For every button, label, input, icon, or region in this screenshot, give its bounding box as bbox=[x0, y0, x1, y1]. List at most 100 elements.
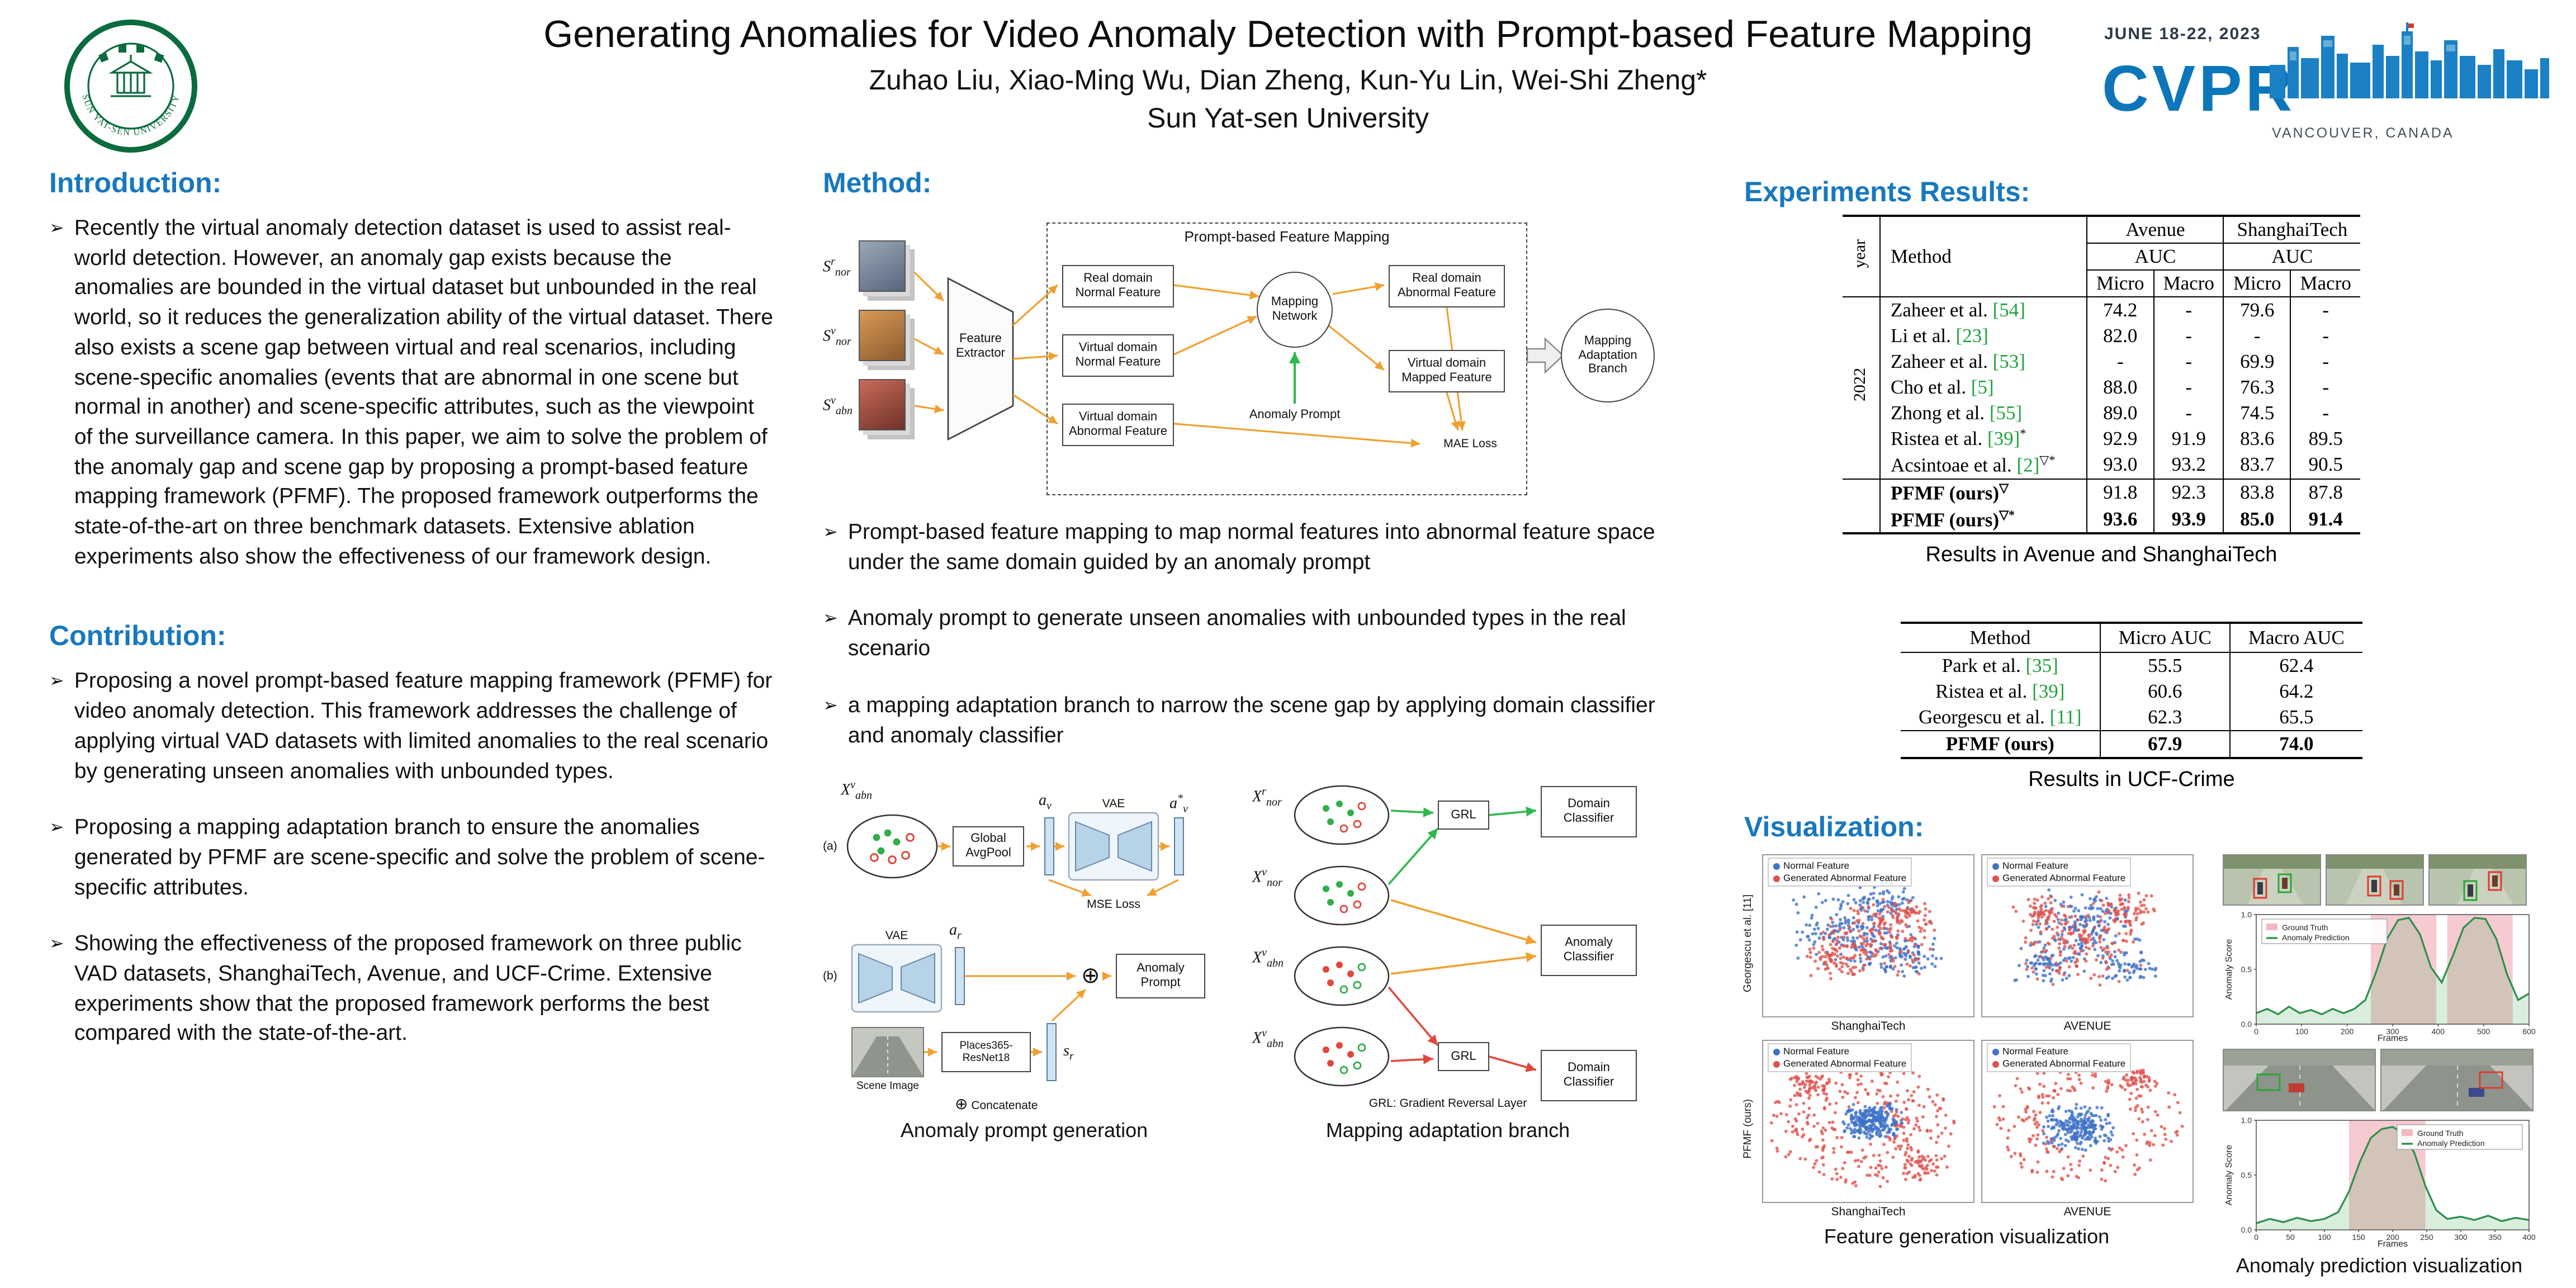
grl-box-bottom: GRL bbox=[1438, 1042, 1489, 1072]
cell: Micro bbox=[2086, 270, 2154, 297]
tsne-cell-georgescu-avenue: Normal Feature Generated Abnormal Featur… bbox=[1981, 854, 2194, 1033]
mae-loss-label: MAE Loss bbox=[1443, 437, 1497, 451]
virtual-normal-frames-thumbnail bbox=[859, 310, 906, 361]
svg-text:Anomaly Score: Anomaly Score bbox=[2224, 1145, 2234, 1206]
cvpr-acronym: CVPR bbox=[2102, 53, 2296, 125]
svg-text:Anomaly Prediction: Anomaly Prediction bbox=[2417, 1139, 2485, 1148]
middle-column: Method: bbox=[823, 168, 1659, 1143]
cell: - bbox=[2290, 349, 2360, 375]
feature-vector-a-v-star bbox=[1174, 817, 1184, 876]
experiments-heading: Experiments Results: bbox=[1744, 177, 2030, 208]
cell bbox=[1843, 506, 1880, 534]
feature-vector-a-r bbox=[955, 947, 965, 1006]
legend-dot bbox=[1992, 1060, 1999, 1068]
real-normal-frames-thumbnail bbox=[859, 240, 906, 292]
video-frame-thumbnail bbox=[2428, 854, 2527, 906]
cell: 91.8 bbox=[2086, 478, 2154, 506]
bullet-text: Anomaly prompt to generate unseen anomal… bbox=[847, 606, 1626, 661]
table-row: Zaheer et al. [53]--69.9- bbox=[1843, 349, 2360, 375]
virtual-abnormal-frames-thumbnail bbox=[859, 379, 906, 430]
svg-text:Anomaly Prediction: Anomaly Prediction bbox=[2282, 933, 2350, 942]
real-abnormal-feature-box: Real domain Abnormal Feature bbox=[1389, 265, 1505, 307]
tsne-cell-georgescu-shanghaitech: Normal Feature Generated Abnormal Featur… bbox=[1762, 854, 1974, 1033]
cvpr-dates: JUNE 18-22, 2023 bbox=[2104, 25, 2261, 44]
visualization-heading: Visualization: bbox=[1744, 812, 1924, 843]
cell: PFMF (ours) bbox=[1901, 730, 2100, 758]
legend-label: Normal Feature bbox=[1783, 1045, 1850, 1057]
table1-caption: Results in Avenue and ShanghaiTech bbox=[1925, 543, 2277, 567]
cell: AUC bbox=[2223, 243, 2360, 271]
legend-dot bbox=[1992, 1048, 1999, 1055]
x-v-abn-label-2: Xvabn bbox=[1252, 1027, 1284, 1051]
legend-label: Normal Feature bbox=[2002, 860, 2069, 871]
video-frame-thumbnail bbox=[2380, 1049, 2534, 1111]
cell: ShanghaiTech bbox=[2223, 216, 2360, 244]
svg-text:0: 0 bbox=[2254, 1233, 2258, 1242]
cell: 91.4 bbox=[2290, 506, 2360, 534]
introduction-bullets: ➢Recently the virtual anomaly detection … bbox=[49, 214, 776, 572]
input-label-s-r-nor: Srnor bbox=[823, 256, 851, 279]
cell: 69.9 bbox=[2223, 349, 2291, 375]
bullet-item: ➢Proposing a mapping adaptation branch t… bbox=[49, 813, 776, 903]
svg-text:0: 0 bbox=[2254, 1027, 2258, 1036]
cell: - bbox=[2223, 323, 2291, 349]
cell: PFMF (ours)▽ bbox=[1879, 478, 2087, 506]
left-column: Introduction: ➢Recently the virtual anom… bbox=[49, 168, 776, 1076]
svg-text:400: 400 bbox=[2522, 1233, 2536, 1242]
domain-classifier-box-top: Domain Classifier bbox=[1541, 786, 1637, 838]
cell: 62.3 bbox=[2099, 704, 2230, 731]
bullet-text: Showing the effectiveness of the propose… bbox=[74, 931, 742, 1046]
cell: - bbox=[2153, 297, 2224, 323]
cell: 65.5 bbox=[2229, 704, 2362, 731]
svg-text:150: 150 bbox=[2352, 1233, 2365, 1242]
method-subfigures: Xvabn (a) Global AvgPool av VAE a*v MSE … bbox=[823, 777, 1659, 1143]
subfig-b-tag: (b) bbox=[823, 969, 837, 983]
concatenate-icon: ⊕ bbox=[1081, 964, 1100, 989]
cvpr-skyline-icon bbox=[2270, 22, 2549, 98]
table-row: Li et al. [23]82.0--- bbox=[1843, 323, 2360, 349]
cvpr-location: VANCOUVER, CANADA bbox=[2272, 125, 2454, 141]
concatenate-note-text: Concatenate bbox=[971, 1099, 1038, 1113]
row-label-pfmf: PFMF (ours) bbox=[1741, 1099, 1754, 1159]
poster-title: Generating Anomalies for Video Anomaly D… bbox=[543, 13, 2033, 56]
cell: 83.6 bbox=[2223, 426, 2291, 452]
bullet-text: a mapping adaptation branch to narrow th… bbox=[847, 693, 1655, 748]
method-diagram: Srnor Svnor Svabn Feature Extractor Prom… bbox=[823, 214, 1659, 506]
cell: 93.2 bbox=[2153, 452, 2224, 479]
a-v-star-label: a*v bbox=[1169, 793, 1188, 816]
x-r-nor-label: Xrnor bbox=[1252, 786, 1282, 809]
a-v-label: av bbox=[1039, 793, 1052, 813]
tsne-cell-pfmf-shanghaitech: Normal Feature Generated Abnormal Featur… bbox=[1762, 1040, 1974, 1219]
bullet-item: ➢Recently the virtual anomaly detection … bbox=[49, 214, 776, 572]
cell: Li et al. [23] bbox=[1879, 323, 2087, 349]
legend-dot bbox=[1992, 863, 1999, 870]
global-avgpool-box: Global AvgPool bbox=[953, 826, 1024, 867]
cell bbox=[1843, 478, 1880, 506]
bullet-item: ➢Showing the effectiveness of the propos… bbox=[49, 930, 776, 1049]
legend-dot bbox=[1773, 875, 1780, 882]
virtual-abnormal-feature-box: Virtual domain Abnormal Feature bbox=[1062, 404, 1174, 446]
cell: - bbox=[2290, 297, 2360, 323]
anomaly-prompt-label: Anomaly Prompt bbox=[1249, 408, 1341, 422]
subfig-a-tag: (a) bbox=[823, 840, 837, 854]
bullet-item: ➢Proposing a novel prompt-based feature … bbox=[49, 667, 776, 787]
prompt-mapping-dashed-box bbox=[1046, 222, 1527, 495]
bullet-item: ➢Prompt-based feature mapping to map nor… bbox=[823, 518, 1659, 577]
mapping-adaptation-branch-circle: Mapping Adaptation Branch bbox=[1561, 309, 1655, 402]
legend-label: Generated Abnormal Feature bbox=[1783, 1058, 1907, 1069]
svg-text:0.5: 0.5 bbox=[2241, 1171, 2252, 1180]
table2-caption: Results in UCF-Crime bbox=[2028, 768, 2235, 792]
table-row: Cho et al. [5]88.0-76.3- bbox=[1843, 375, 2360, 400]
legend-label: Generated Abnormal Feature bbox=[2002, 1058, 2126, 1069]
video-frame-thumbnail bbox=[2326, 854, 2424, 906]
col-label: AVENUE bbox=[2063, 1020, 2111, 1033]
contribution-bullets: ➢Proposing a novel prompt-based feature … bbox=[49, 667, 776, 1049]
cell: - bbox=[2153, 323, 2224, 349]
grl-note: GRL: Gradient Reversal Layer bbox=[1368, 1097, 1527, 1111]
grl-box-top: GRL bbox=[1438, 801, 1489, 830]
bullet-item: ➢Anomaly prompt to generate unseen anoma… bbox=[823, 604, 1659, 664]
cell: 92.3 bbox=[2153, 478, 2224, 506]
svg-text:250: 250 bbox=[2420, 1233, 2433, 1242]
